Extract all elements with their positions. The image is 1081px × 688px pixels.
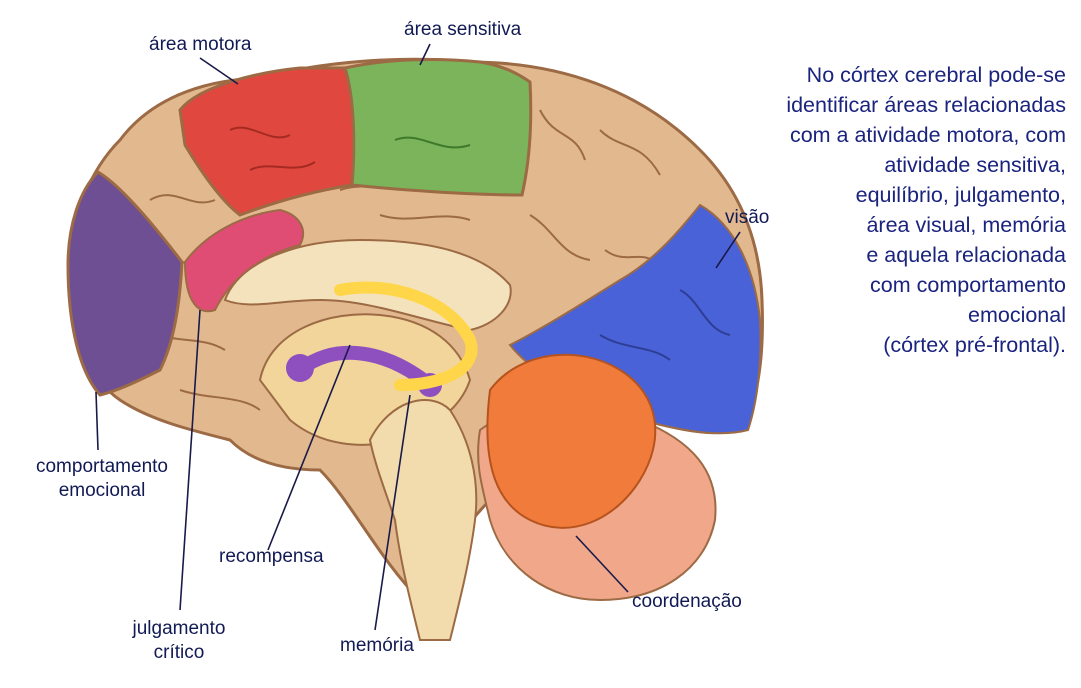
emotional-area bbox=[66, 170, 184, 397]
label-recompensa: recompensa bbox=[219, 546, 324, 567]
label-visao: visão bbox=[725, 207, 770, 228]
brainstem bbox=[368, 399, 478, 641]
description-line: e aquela relacionada bbox=[866, 243, 1066, 267]
description-line: (córtex pré-frontal). bbox=[883, 333, 1066, 357]
label-julgamento-critico: julgamento crítico bbox=[132, 618, 226, 663]
judgment-area bbox=[183, 208, 305, 313]
description-line: com a atividade motora, com bbox=[789, 123, 1066, 147]
memory-pathway bbox=[334, 281, 478, 391]
label-area-sensitiva: área sensitiva bbox=[404, 19, 522, 40]
sensory-area bbox=[343, 58, 533, 197]
description-line: emocional bbox=[968, 303, 1066, 327]
description-line: com comportamento bbox=[870, 273, 1066, 297]
label-memoria: memória bbox=[340, 635, 414, 656]
description-line: identificar áreas relacionadas bbox=[786, 93, 1066, 117]
description-line: equilíbrio, julgamento, bbox=[855, 183, 1066, 207]
label-coordenacao: coordenação bbox=[632, 591, 742, 612]
description-line: No córtex cerebral pode-se bbox=[806, 63, 1066, 87]
leader-lines bbox=[95, 43, 741, 631]
label-comportamento-emocional: comportamento emocional bbox=[35, 456, 168, 501]
description-line: área visual, memória bbox=[866, 213, 1066, 237]
label-area-motora: área motora bbox=[149, 34, 252, 55]
description-text: No córtex cerebral pode-se identificar á… bbox=[690, 60, 1066, 360]
description-line: atividade sensitiva, bbox=[884, 153, 1066, 177]
cerebellum bbox=[477, 353, 717, 602]
